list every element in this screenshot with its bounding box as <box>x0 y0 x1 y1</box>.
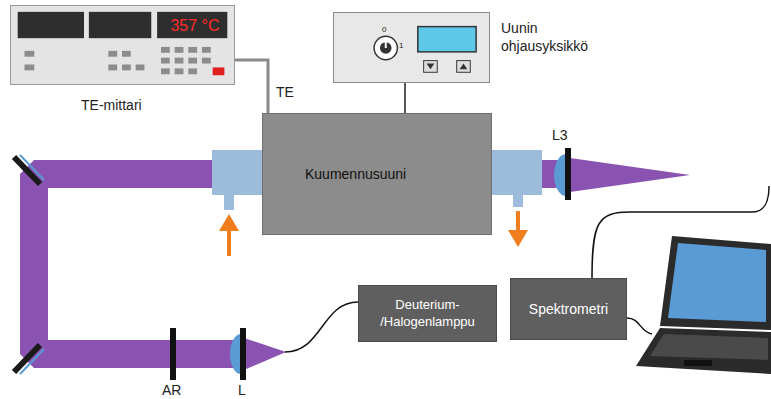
lens-holder <box>565 148 571 200</box>
filter-label: AR <box>162 382 181 399</box>
light-beam-cone <box>570 158 690 192</box>
lens-label: L3 <box>552 127 568 144</box>
cable-label: TE <box>274 84 296 101</box>
signal-cable <box>235 60 268 113</box>
gas-port <box>224 195 234 210</box>
usb-cable <box>627 318 652 334</box>
mirror-surface <box>20 349 44 374</box>
thermocouple-meter: 357 °CTE-mittari <box>10 5 235 85</box>
lamp-label: Deuterium- /Halogenlamppu <box>368 297 488 331</box>
lens <box>554 154 566 196</box>
furnace-tube <box>492 150 542 195</box>
signal-cable <box>405 83 406 113</box>
light-source-box: Deuterium- /Halogenlamppu <box>358 285 497 342</box>
spectrometer-box: Spektrometri <box>510 278 627 340</box>
laptop-base <box>636 328 771 374</box>
mirror-surface <box>20 155 44 180</box>
heating-furnace: Kuumennusuuni <box>262 113 492 235</box>
laptop-display <box>668 243 766 322</box>
lens <box>230 334 241 374</box>
light-beam <box>20 160 240 368</box>
furnace-tube <box>212 150 262 195</box>
device-label: TE-mittari <box>81 97 142 114</box>
gas-in-arrow <box>227 228 231 256</box>
ar-filter <box>170 328 176 380</box>
device-label: Uunin ohjausyksikkö <box>501 19 611 55</box>
furnace-label: Kuumennusuuni <box>305 166 406 183</box>
dial-mark: 0 <box>382 25 386 35</box>
gas-in-arrow <box>219 214 239 231</box>
optical-fiber <box>285 302 358 352</box>
gas-out-arrow <box>508 230 528 247</box>
temperature-readout: 357 °C <box>159 12 231 39</box>
gas-port <box>513 195 523 207</box>
lens-holder <box>240 328 246 380</box>
laptop-touchpad <box>684 360 712 366</box>
spectrometer-label: Spektrometri <box>529 301 608 318</box>
furnace-controller: Uunin ohjausyksikkö <box>333 12 490 83</box>
laptop-keyboard <box>650 334 768 360</box>
device-details <box>334 13 489 82</box>
laptop-screen <box>660 236 771 330</box>
cable-line <box>235 60 268 113</box>
lens-label: L <box>238 382 246 399</box>
light-beam-cone <box>244 338 286 370</box>
cable-line <box>404 83 406 113</box>
dial-mark: 1 <box>399 41 403 51</box>
